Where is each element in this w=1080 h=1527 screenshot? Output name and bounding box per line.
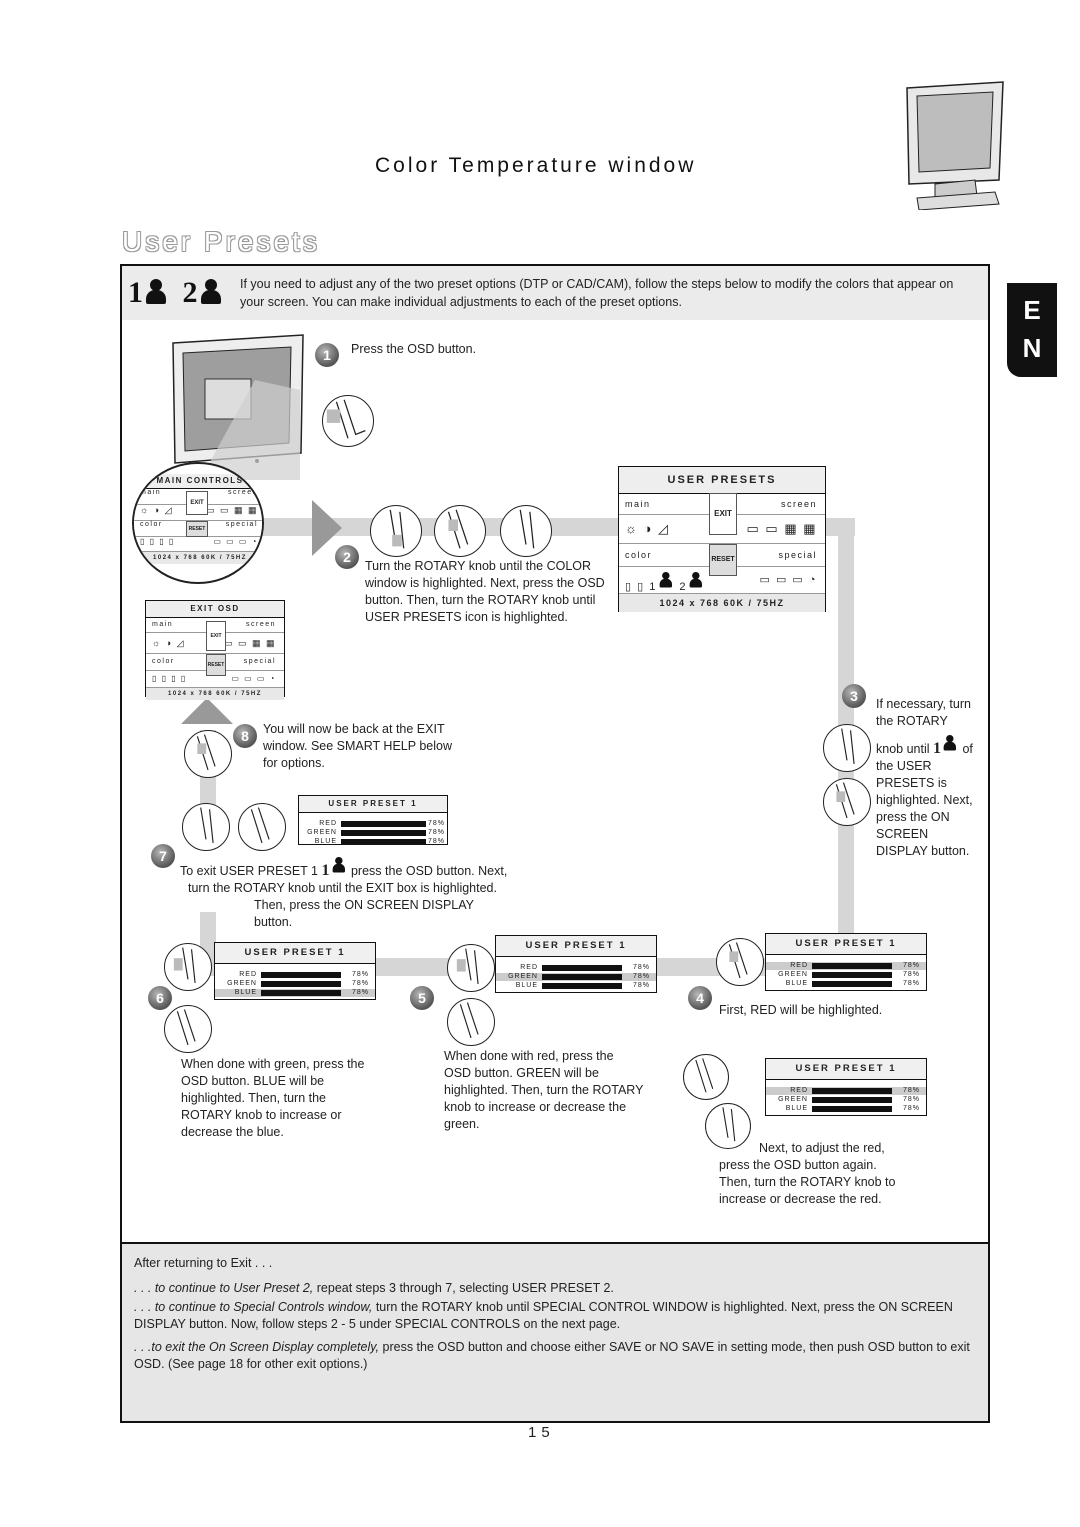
step-number: 2	[335, 545, 359, 569]
instruction-panel	[120, 264, 990, 1244]
osd-button-hand-icon	[322, 395, 374, 447]
step-1-text: Press the OSD button.	[351, 342, 477, 356]
magnify-beam	[200, 380, 300, 480]
step-number: 1	[315, 343, 339, 367]
step-number: 8	[233, 724, 257, 748]
step-6-text: When done with green, press the OSD butt…	[181, 1057, 365, 1139]
rotary-knob-hand-icon	[500, 505, 552, 557]
osd-button-hand-icon	[447, 998, 495, 1046]
step-4-more-text: Next, to adjust the red, press the OSD b…	[719, 1141, 896, 1206]
step-number: 6	[148, 986, 172, 1010]
osd-button-hand-icon	[683, 1054, 729, 1100]
tip-exit-osd: . . .to exit the On Screen Display compl…	[134, 1340, 970, 1371]
tip-user-preset-2: . . . to continue to User Preset 2, repe…	[134, 1281, 614, 1295]
step-7-text: To exit USER PRESET 1 1 press the OSD bu…	[180, 852, 510, 931]
osd-title: EXIT OSD	[146, 601, 284, 618]
page-heading: Color Temperature window	[375, 154, 697, 177]
smart-help-box	[120, 1242, 990, 1423]
rotary-knob-hand-icon	[370, 505, 422, 557]
osd-button-hand-icon	[238, 803, 286, 851]
arrow-up-icon	[181, 698, 233, 724]
osd-button-hand-icon	[716, 938, 764, 986]
step-number: 7	[151, 844, 175, 868]
tips-heading: After returning to Exit . . .	[134, 1256, 273, 1270]
step-4-text: First, RED will be highlighted.	[719, 1003, 883, 1017]
user-icon	[200, 279, 222, 305]
osd-button-hand-icon	[434, 505, 486, 557]
intro-bar	[122, 266, 988, 320]
lang-letter-n: N	[1022, 333, 1042, 363]
arrow-right-icon	[312, 500, 342, 556]
osd-button-hand-icon	[164, 1005, 212, 1053]
step-8-text: You will now be back at the EXIT window.…	[263, 722, 452, 770]
step-number: 4	[688, 986, 712, 1010]
monitor-illustration	[906, 81, 1004, 210]
language-tab: E N	[1007, 283, 1057, 377]
rotary-knob-hand-icon	[823, 724, 871, 772]
rotary-knob-hand-icon	[447, 944, 495, 992]
step-3-text: If necessary, turn the ROTARY knob until…	[876, 697, 973, 858]
step-5-text: When done with red, press the OSD button…	[444, 1049, 644, 1131]
intro-text: If you need to adjust any of the two pre…	[240, 277, 954, 309]
rotary-knob-hand-icon	[705, 1103, 751, 1149]
osd-button-hand-icon	[823, 778, 871, 826]
preset-icons: 1 2	[128, 276, 222, 310]
step-number: 3	[842, 684, 866, 708]
page-number: 15	[528, 1424, 555, 1441]
tip-special-controls: . . . to continue to Special Controls wi…	[134, 1300, 953, 1331]
osd-button-hand-icon	[184, 730, 232, 778]
section-title: User Presets	[122, 226, 320, 257]
step-2-text: Turn the ROTARY knob until the COLOR win…	[365, 559, 605, 624]
osd-title: USER PRESETS	[619, 467, 825, 494]
step-number: 5	[410, 986, 434, 1010]
lang-letter-e: E	[1023, 295, 1041, 325]
user-icon	[145, 279, 167, 305]
rotary-knob-hand-icon	[164, 943, 212, 991]
rotary-knob-hand-icon	[182, 803, 230, 851]
osd-title: MAIN CONTROLS	[134, 474, 262, 489]
